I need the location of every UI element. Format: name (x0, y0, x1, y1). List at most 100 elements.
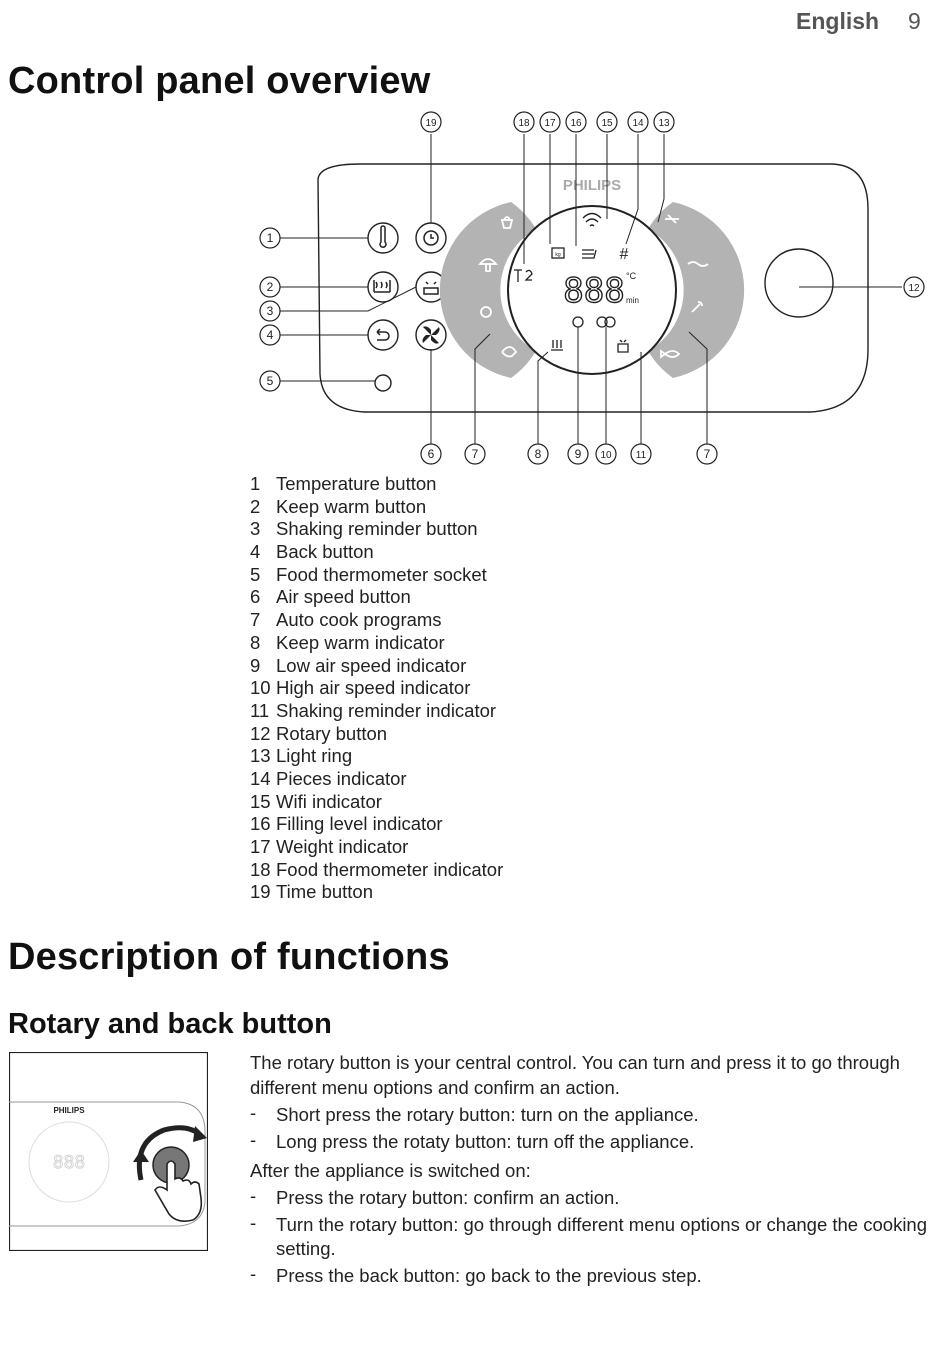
after-switch-on-text: After the appliance is switched on: (250, 1160, 531, 1181)
callout-number: 14 (632, 118, 644, 129)
callout-marker: 18 (513, 111, 535, 133)
fish-icon (660, 349, 681, 359)
back-arrow-icon (376, 328, 390, 341)
back-button (367, 319, 399, 351)
callout-number: 10 (600, 450, 612, 461)
control-panel-diagram: PHILIPS 888 °C min # kg (259, 111, 925, 465)
display-digits: 888 (563, 271, 624, 311)
callout-marker: 12 (903, 276, 925, 298)
callout-marker: 9 (567, 443, 589, 465)
callout-number: 7 (704, 447, 711, 461)
rotary-illustration: PHILIPS 888 (9, 1052, 208, 1251)
chicken-icon (501, 346, 518, 358)
low-air-speed-icon (572, 316, 584, 328)
thumb-display-digits: 888 (53, 1152, 86, 1173)
bullet-list-controls: -Press the rotary button: confirm an act… (250, 1185, 940, 1288)
mushroom-icon (478, 258, 498, 272)
page-number: 9 (908, 8, 921, 34)
high-air-speed-icon-2 (604, 316, 616, 328)
callout-marker: 6 (420, 443, 442, 465)
thermometer-socket (374, 374, 392, 392)
high-air-speed-icon-1 (596, 316, 608, 328)
drumstick-icon-right (691, 301, 703, 313)
rotary-description: The rotary button is your central contro… (250, 1050, 940, 1288)
callout-marker: 8 (527, 443, 549, 465)
callout-number: 8 (535, 447, 542, 461)
callout-marker: 1 (259, 227, 281, 249)
keep-warm-icon (373, 280, 391, 293)
frozen-icon (665, 214, 679, 224)
cake-icon (500, 216, 514, 229)
callout-number: 13 (658, 118, 670, 129)
callout-number: 9 (575, 447, 582, 461)
keep-warm-button (367, 271, 399, 303)
callout-number: 16 (570, 118, 582, 129)
callout-number: 3 (267, 304, 274, 318)
bullet-item: -Press the back button: go back to the p… (250, 1263, 702, 1286)
light-ring-left (439, 202, 536, 378)
min-unit: min (626, 296, 639, 305)
weight-label: kg (555, 252, 561, 258)
language-label: English (796, 8, 880, 34)
bullet-item: -Turn the rotary button: go through diff… (250, 1212, 928, 1259)
callout-number: 6 (428, 447, 435, 461)
shaking-indicator-icon (617, 339, 629, 353)
drumstick-icon-left (480, 306, 492, 318)
light-ring-right (648, 202, 745, 378)
display-ring (507, 205, 677, 375)
thumb-brand-logo: PHILIPS (53, 1106, 85, 1115)
callout-number: 7 (472, 447, 479, 461)
callout-number: 15 (601, 118, 613, 129)
callout-number: 4 (267, 328, 274, 342)
callout-marker: 4 (259, 324, 281, 346)
callout-marker: 5 (259, 370, 281, 392)
callout-number: 2 (267, 280, 274, 294)
celsius-unit: °C (626, 271, 637, 281)
callout-marker: 2 (259, 276, 281, 298)
bullet-item: -Long press the rotaty button: turn off … (250, 1129, 695, 1152)
filling-level-icon (582, 249, 597, 259)
callout-marker: 7 (696, 443, 718, 465)
section-title-control-panel: Control panel overview (8, 60, 431, 102)
keep-warm-indicator-icon (551, 340, 563, 351)
callout-marker: 11 (630, 443, 652, 465)
thermometer-icon (379, 225, 387, 248)
appliance-outline (317, 163, 869, 413)
wifi-icon (582, 212, 602, 227)
callout-marker: 15 (596, 111, 618, 133)
callout-number: 19 (425, 118, 437, 129)
callout-number: 17 (544, 118, 556, 129)
callout-marker: 16 (565, 111, 587, 133)
bullet-item: -Press the rotary button: confirm an act… (250, 1185, 620, 1208)
weight-icon (551, 247, 565, 259)
callout-marker: 13 (653, 111, 675, 133)
callout-marker: 17 (539, 111, 561, 133)
callout-number: 1 (267, 231, 274, 245)
section-title-description: Description of functions (8, 936, 450, 978)
fan-icon (422, 326, 440, 344)
section-title-rotary: Rotary and back button (8, 1008, 332, 1040)
clock-icon (423, 230, 439, 246)
callout-marker: 10 (595, 443, 617, 465)
rotary-button (764, 248, 834, 318)
callout-marker: 14 (627, 111, 649, 133)
bacon-icon (687, 261, 709, 267)
brand-logo: PHILIPS (563, 177, 621, 194)
